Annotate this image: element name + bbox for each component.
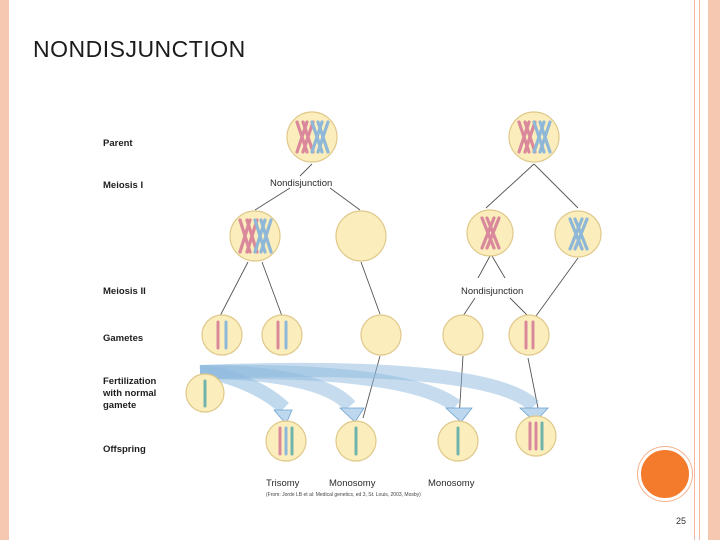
nondisjunction-label-meiosis-1: Nondisjunction [270, 178, 332, 189]
figure-credit: (From: Jorde LB et al: Medical genetics,… [266, 492, 421, 498]
arrow-head-2 [338, 407, 365, 423]
decorative-orange-circle [638, 447, 692, 501]
gamete-cell-5 [508, 314, 550, 356]
gamete-cell-2 [261, 314, 303, 356]
offspring-label-trisomy: Trisomy [266, 478, 300, 489]
page-number: 25 [676, 516, 687, 526]
stage-label-meiosis-2: Meiosis II [103, 286, 146, 297]
stage-label-fertilization-line-2: with normal [102, 388, 156, 399]
arrow-head-4 [518, 407, 549, 423]
meiosis1-cell-2 [335, 210, 387, 262]
chromosomes [203, 120, 589, 456]
stage-label-parent: Parent [103, 138, 133, 149]
stage-label-fertilization-line-3: gamete [103, 400, 136, 411]
stage-label-offspring: Offspring [103, 444, 146, 455]
slide-title: NONDISJUNCTION [33, 36, 246, 62]
right-border-decoration [708, 0, 720, 540]
offspring-label-monosomy-1: Monosomy [329, 478, 376, 489]
meiosis1-cell-3 [466, 209, 514, 257]
offspring-label-monosomy-2: Monosomy [428, 478, 475, 489]
stage-label-gametes: Gametes [103, 333, 143, 344]
arrow-head-3 [444, 407, 473, 423]
arrow-band-4 [199, 362, 539, 412]
gamete-cell-3 [360, 314, 402, 356]
gamete-cell-4 [442, 314, 484, 356]
right-border-line [699, 0, 700, 540]
stage-label-fertilization-line-1: Fertilization [103, 376, 157, 387]
parent-cell-left [286, 111, 338, 163]
right-border-line [694, 0, 695, 540]
nondisjunction-label-meiosis-2: Nondisjunction [461, 286, 523, 297]
stage-label-meiosis-1: Meiosis I [103, 180, 143, 191]
meiosis1-cell-4 [554, 210, 602, 258]
gamete-cell-1 [201, 314, 243, 356]
fertilization-arrows [199, 362, 549, 425]
left-border-decoration [0, 0, 9, 540]
parent-cell-right [508, 111, 560, 163]
